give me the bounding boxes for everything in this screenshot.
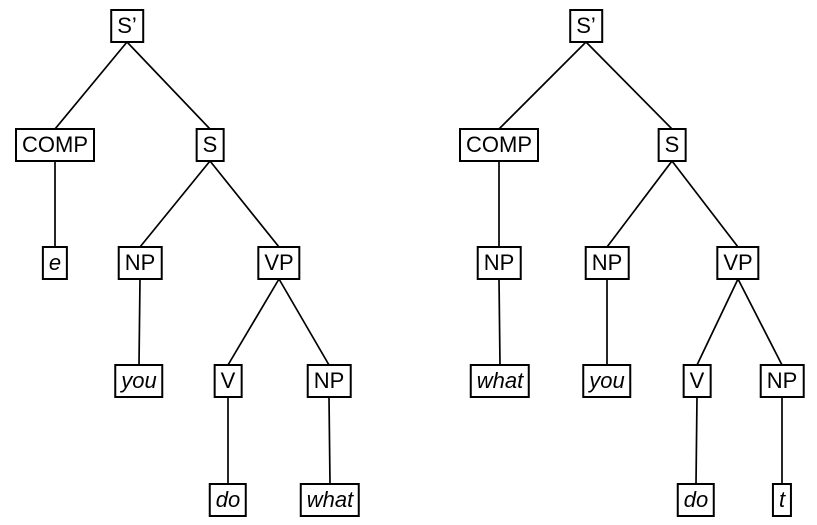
tree-node-right-tree-t: t: [771, 483, 793, 517]
tree-node-left-tree-e: e: [41, 246, 69, 280]
tree-edge-vp-np2: [278, 278, 330, 366]
tree-node-right-tree-np1: NP: [476, 246, 522, 280]
tree-edge-sbar-s: [585, 41, 673, 130]
tree-node-left-tree-do: do: [208, 483, 248, 517]
tree-node-left-tree-v: V: [213, 364, 243, 398]
tree-node-right-tree-do: do: [676, 483, 716, 517]
tree-edge-sbar-comp: [498, 41, 587, 130]
tree-edge-s-np2: [606, 160, 673, 248]
tree-edge-np1-you: [138, 278, 141, 366]
tree-node-right-tree-what: what: [469, 364, 531, 398]
tree-node-right-tree-v: V: [682, 364, 712, 398]
tree-edge-s-vp: [209, 160, 280, 248]
tree-edge-vp-np3: [737, 278, 783, 366]
tree-node-left-tree-np1: NP: [117, 246, 163, 280]
tree-node-left-tree-you: you: [114, 364, 164, 398]
tree-node-left-tree-what: what: [299, 483, 361, 517]
tree-node-left-tree-s: S: [195, 128, 225, 162]
tree-edge-s-np1: [139, 160, 211, 248]
tree-node-left-tree-vp: VP: [257, 246, 301, 280]
tree-node-left-tree-sbar: S’: [110, 9, 144, 43]
tree-node-right-tree-comp: COMP: [459, 128, 539, 162]
tree-edge-vp-v: [696, 278, 739, 366]
tree-node-right-tree-sbar: S’: [569, 9, 603, 43]
tree-node-right-tree-np3: NP: [759, 364, 805, 398]
tree-edge-np2-what: [328, 396, 331, 485]
tree-node-left-tree-comp: COMP: [15, 128, 95, 162]
tree-node-right-tree-vp: VP: [716, 246, 760, 280]
tree-edge-sbar-s: [126, 41, 211, 130]
tree-edge-sbar-comp: [54, 41, 128, 130]
tree-node-right-tree-np2: NP: [584, 246, 630, 280]
tree-node-left-tree-np2: NP: [306, 364, 352, 398]
tree-edge-vp-v: [227, 278, 280, 366]
tree-edge-s-vp: [671, 160, 739, 248]
tree-edge-np1-what: [498, 278, 501, 366]
tree-node-right-tree-s: S: [657, 128, 687, 162]
tree-edge-v-do: [695, 396, 698, 485]
tree-node-right-tree-you: you: [582, 364, 632, 398]
